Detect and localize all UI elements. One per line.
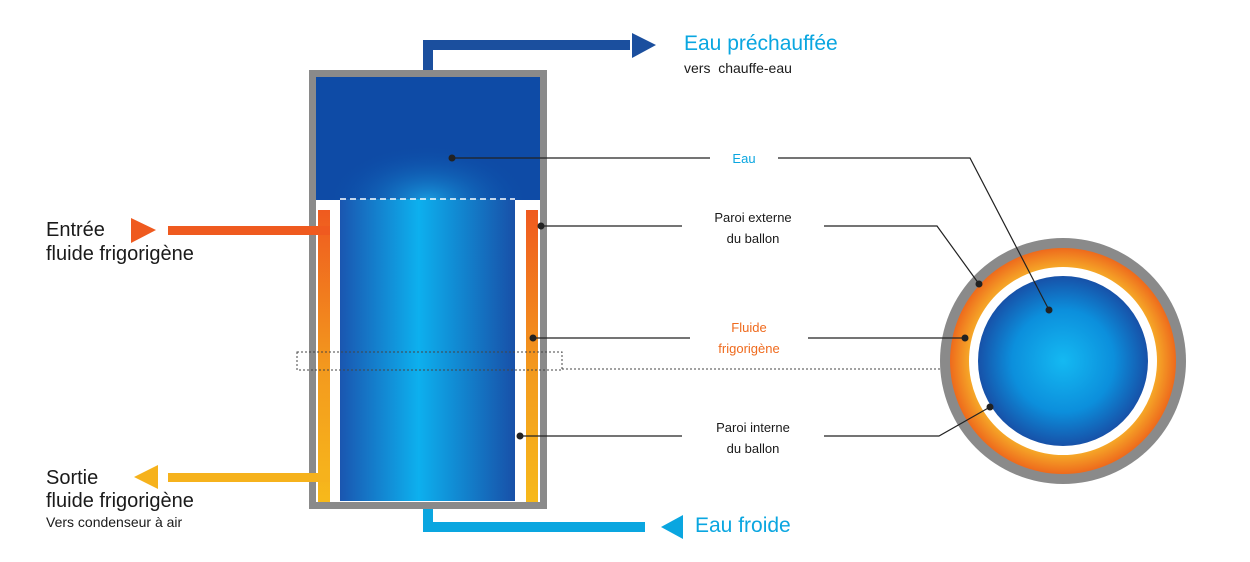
callout-fluid: Fluide frigorigène xyxy=(690,317,808,359)
callout-outer-wall-line1: Paroi externe xyxy=(714,210,792,225)
callout-outer-wall-line2: du ballon xyxy=(726,231,780,246)
tank-water-column xyxy=(340,199,515,501)
refrigerant-outlet-label-line1: Sortie xyxy=(46,467,99,489)
callout-water: Eau xyxy=(732,151,756,166)
leader-inner-wall-right xyxy=(824,406,991,437)
hot-water-outlet-pipe xyxy=(423,40,630,74)
refrigerant-channel-right xyxy=(526,210,538,502)
cold-water-inlet-arrow xyxy=(661,515,683,539)
leader-water-right xyxy=(778,157,1050,311)
refrigerant-outlet-pipe xyxy=(168,473,330,482)
refrigerant-inlet-label-line2: fluide frigorigène xyxy=(46,243,194,265)
leader-outer-wall-right xyxy=(824,225,980,285)
hot-water-outlet-arrow xyxy=(632,33,656,58)
refrigerant-inlet-arrow xyxy=(131,218,156,243)
cross-section-water xyxy=(978,276,1148,446)
hot-water-outlet-title: Eau préchauffée xyxy=(684,32,838,55)
refrigerant-channel-left xyxy=(318,210,330,502)
callout-inner-wall-line2: du ballon xyxy=(726,441,780,456)
hot-water-outlet-subtitle: vers chauffe-eau xyxy=(684,60,792,76)
refrigerant-outlet-arrow xyxy=(134,465,158,489)
cold-water-inlet-pipe xyxy=(423,505,645,532)
refrigerant-outlet-label-line3: Vers condenseur à air xyxy=(46,514,183,530)
refrigerant-outlet-label-line2: fluide frigorigène xyxy=(46,490,194,512)
callout-outer-wall: Paroi externe du ballon xyxy=(682,207,824,249)
cold-water-inlet-title: Eau froide xyxy=(695,514,791,537)
callout-inner-wall-line1: Paroi interne xyxy=(716,420,790,435)
refrigerant-inlet-pipe xyxy=(168,226,330,235)
callout-fluid-line2: frigorigène xyxy=(718,341,780,356)
section-cut-marker xyxy=(296,351,563,371)
callout-inner-wall: Paroi interne du ballon xyxy=(682,417,824,459)
refrigerant-inlet-label-line1: Entrée xyxy=(46,219,105,241)
callout-fluid-line1: Fluide xyxy=(731,320,767,335)
